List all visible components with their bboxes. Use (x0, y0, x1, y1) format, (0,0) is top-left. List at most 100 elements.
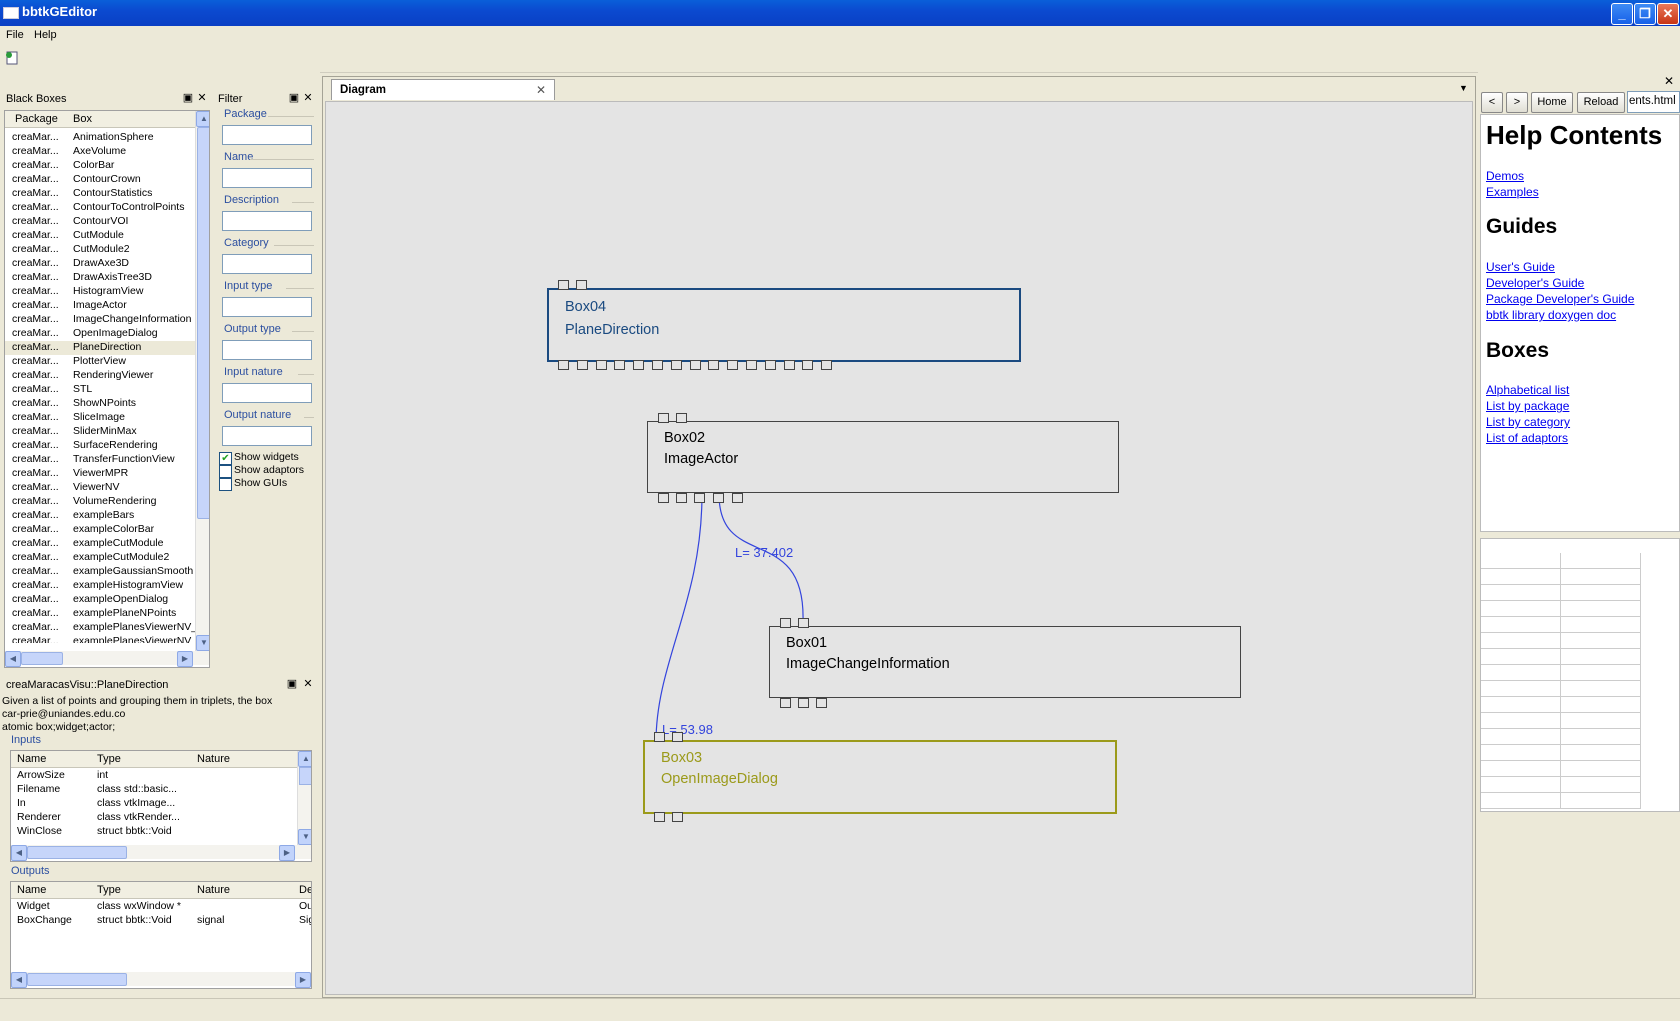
grid-cell[interactable] (1561, 761, 1641, 777)
table-row[interactable]: creaMar...ContourVOI (5, 215, 195, 229)
outputs-col-description[interactable]: De (299, 884, 312, 896)
show-widgets-checkbox[interactable]: ✔ (219, 452, 232, 465)
input-cell[interactable]: class std::basic... (97, 783, 177, 795)
grid-cell[interactable] (1561, 745, 1641, 761)
filter-input-4[interactable] (222, 297, 312, 317)
grid-cell[interactable] (1481, 745, 1561, 761)
show-adaptors-checkbox[interactable] (219, 465, 232, 478)
help-back-button[interactable]: < (1481, 92, 1503, 113)
input-cell[interactable]: class vtkRender... (97, 811, 180, 823)
table-row[interactable]: creaMar...CutModule (5, 229, 195, 243)
minimize-button[interactable]: _ (1611, 3, 1633, 25)
box02[interactable]: Box02 ImageActor (647, 421, 1119, 493)
table-row[interactable]: creaMar...RenderingViewer (5, 369, 195, 383)
box04-output-port[interactable] (614, 360, 625, 370)
table-row[interactable]: creaMar...ViewerMPR (5, 467, 195, 481)
new-diagram-icon[interactable] (4, 50, 20, 66)
table-row[interactable]: creaMar...exampleCutModule (5, 537, 195, 551)
table-row[interactable]: creaMar...exampleBars (5, 509, 195, 523)
grid-cell[interactable] (1561, 697, 1641, 713)
grid-cell[interactable] (1481, 601, 1561, 617)
input-cell[interactable]: class vtkImage... (97, 797, 176, 809)
help-link-adaptors[interactable]: List of adaptors (1486, 431, 1569, 445)
box03-input-port[interactable] (654, 732, 665, 742)
grid-cell[interactable] (1481, 617, 1561, 633)
inputs-hscroll[interactable]: ◀ ▶ (11, 845, 311, 861)
grid-cell[interactable] (1561, 713, 1641, 729)
box04-output-port[interactable] (690, 360, 701, 370)
filter-input-3[interactable] (222, 254, 312, 274)
box04-output-port[interactable] (596, 360, 607, 370)
table-row[interactable]: creaMar...ColorBar (5, 159, 195, 173)
output-cell[interactable]: struct bbtk::Void (97, 914, 172, 926)
filter-input-6[interactable] (222, 383, 312, 403)
scroll-left-icon[interactable]: ◀ (5, 651, 21, 667)
output-cell[interactable]: class wxWindow * (97, 900, 182, 912)
box04[interactable]: Box04 PlaneDirection (547, 288, 1021, 362)
table-row[interactable]: creaMar...ImageChangeInformation (5, 313, 195, 327)
scroll-left-icon[interactable]: ◀ (11, 845, 27, 861)
box04-output-port[interactable] (821, 360, 832, 370)
help-home-button[interactable]: Home (1531, 92, 1573, 113)
help-reload-button[interactable]: Reload (1577, 92, 1625, 113)
table-row[interactable]: creaMar...ShowNPoints (5, 397, 195, 411)
black-boxes-hscroll[interactable]: ◀ ▶ (5, 651, 209, 667)
table-row[interactable]: creaMar...PlaneDirection (5, 341, 195, 355)
close-panel-icon[interactable]: ✕ (303, 678, 313, 690)
input-cell[interactable]: ArrowSize (17, 769, 65, 781)
help-link-users-guide[interactable]: User's Guide (1486, 260, 1555, 274)
help-link-examples[interactable]: Examples (1486, 185, 1539, 199)
box02-output-port[interactable] (713, 493, 724, 503)
grid-cell[interactable] (1481, 633, 1561, 649)
box04-output-port[interactable] (802, 360, 813, 370)
inputs-vscroll[interactable]: ▲ ▼ (297, 751, 311, 845)
table-row[interactable]: creaMar...ImageActor (5, 299, 195, 313)
scroll-right-icon[interactable]: ▶ (177, 651, 193, 667)
float-panel-icon[interactable]: ▣ (182, 92, 194, 104)
help-link-package-developers-guide[interactable]: Package Developer's Guide (1486, 292, 1635, 306)
column-box[interactable]: Box (73, 113, 92, 125)
box01-input-port[interactable] (798, 618, 809, 628)
help-link-demos[interactable]: Demos (1486, 169, 1525, 183)
box02-input-port[interactable] (658, 413, 669, 423)
table-row[interactable]: creaMar...examplePlanesViewerNV_ (5, 621, 195, 635)
output-cell[interactable]: Widget (17, 900, 50, 912)
help-forward-button[interactable]: > (1506, 92, 1528, 113)
box03-output-port[interactable] (654, 812, 665, 822)
output-cell[interactable]: BoxChange (17, 914, 72, 926)
box03-input-port[interactable] (672, 732, 683, 742)
box04-output-port[interactable] (652, 360, 663, 370)
grid-cell[interactable] (1561, 729, 1641, 745)
connection-box02-box03[interactable] (655, 493, 703, 743)
connection-box02-box01[interactable] (718, 493, 804, 623)
table-row[interactable]: creaMar...exampleGaussianSmooth (5, 565, 195, 579)
box02-output-port[interactable] (658, 493, 669, 503)
help-link-alphabetical[interactable]: Alphabetical list (1486, 383, 1570, 397)
tab-diagram[interactable]: Diagram ✕ (331, 79, 555, 100)
table-row[interactable]: creaMar...DrawAxisTree3D (5, 271, 195, 285)
box02-output-port[interactable] (676, 493, 687, 503)
filter-input-2[interactable] (222, 211, 312, 231)
box04-output-port[interactable] (558, 360, 569, 370)
grid-cell[interactable] (1561, 617, 1641, 633)
table-row[interactable]: creaMar...ContourToControlPoints (5, 201, 195, 215)
box04-input-port[interactable] (576, 280, 587, 290)
box02-input-port[interactable] (676, 413, 687, 423)
hscroll-thumb[interactable] (27, 846, 127, 859)
table-row[interactable]: creaMar...SliderMinMax (5, 425, 195, 439)
box04-output-port[interactable] (633, 360, 644, 370)
hscroll-thumb[interactable] (21, 652, 63, 665)
box03[interactable]: Box03 OpenImageDialog (643, 740, 1117, 814)
scroll-right-icon[interactable]: ▶ (279, 845, 295, 861)
table-row[interactable]: creaMar...AnimationSphere (5, 131, 195, 145)
grid-cell[interactable] (1481, 665, 1561, 681)
input-cell[interactable]: Renderer (17, 811, 61, 823)
table-row[interactable]: creaMar...SurfaceRendering (5, 439, 195, 453)
hscroll-thumb[interactable] (27, 973, 127, 986)
table-row[interactable]: creaMar...SliceImage (5, 411, 195, 425)
help-link-doxygen[interactable]: bbtk library doxygen doc (1486, 308, 1617, 322)
table-row[interactable]: creaMar...exampleHistogramView (5, 579, 195, 593)
help-link-by-package[interactable]: List by package (1486, 399, 1570, 413)
output-cell[interactable]: Ou (299, 900, 311, 912)
close-panel-icon[interactable]: ✕ (303, 92, 313, 104)
